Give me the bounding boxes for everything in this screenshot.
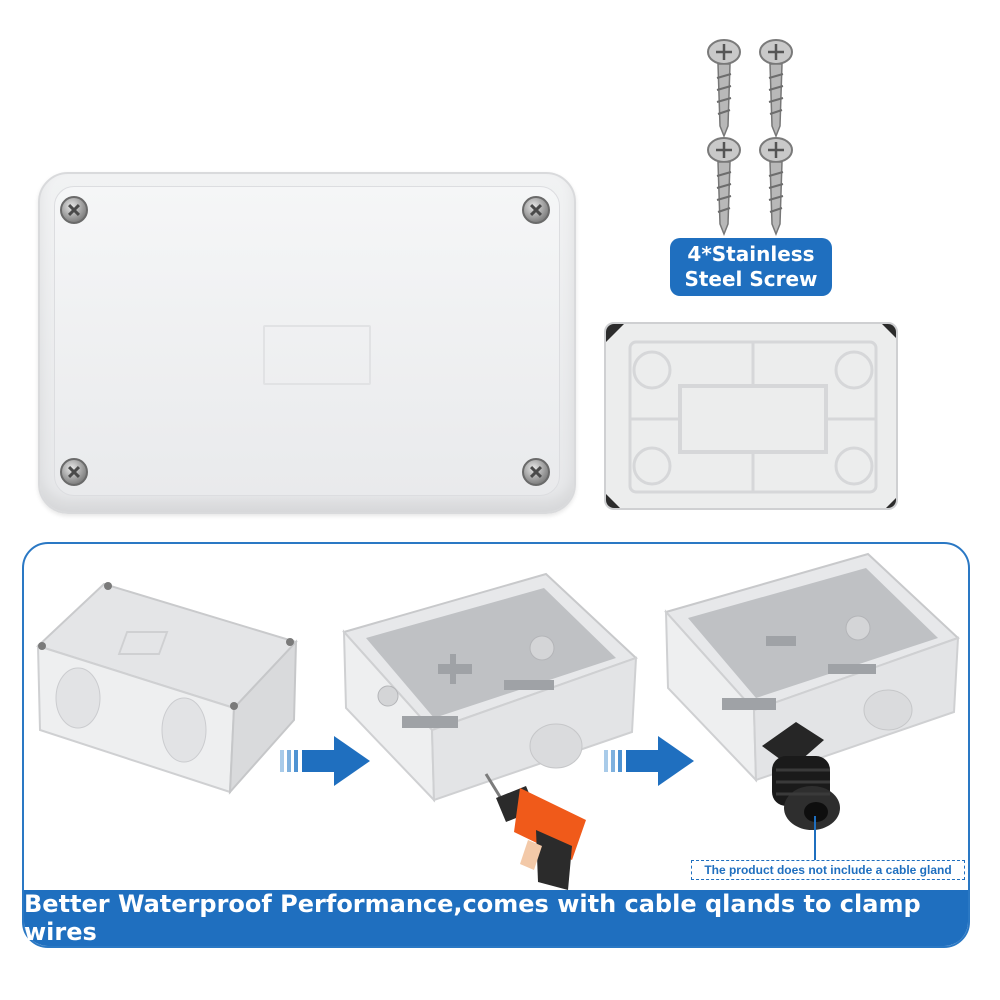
lid-screw-icon [60, 458, 88, 486]
lid-embossed-label [263, 325, 371, 385]
waterproof-banner: Better Waterproof Performance,comes with… [24, 890, 968, 946]
lid-underside [604, 322, 898, 510]
stainless-screw-icon [759, 137, 793, 236]
lid-inner-panel [54, 186, 560, 496]
stainless-screw-icon [707, 39, 741, 138]
stainless-screw-icon [759, 39, 793, 138]
power-drill-icon [484, 773, 586, 890]
open-junction-box-image [342, 572, 638, 803]
screw-count-badge: 4*Stainless Steel Screw [670, 238, 832, 296]
arrow-right-icon [280, 736, 370, 786]
cable-gland-icon [762, 722, 840, 830]
lid-screw-icon [522, 196, 550, 224]
junction-box-lid [38, 172, 576, 514]
lid-screw-icon [522, 458, 550, 486]
lid-underside-ribs [606, 324, 896, 508]
disclaimer-pointer-line [814, 816, 816, 860]
lid-screw-icon [60, 196, 88, 224]
cable-gland-disclaimer: The product does not include a cable gla… [691, 860, 965, 880]
badge-line-1: 4*Stainless [687, 242, 815, 266]
stainless-screw-icon [707, 137, 741, 236]
arrow-right-icon [604, 736, 694, 786]
closed-junction-box-image [36, 582, 298, 795]
badge-line-2: Steel Screw [684, 267, 818, 291]
